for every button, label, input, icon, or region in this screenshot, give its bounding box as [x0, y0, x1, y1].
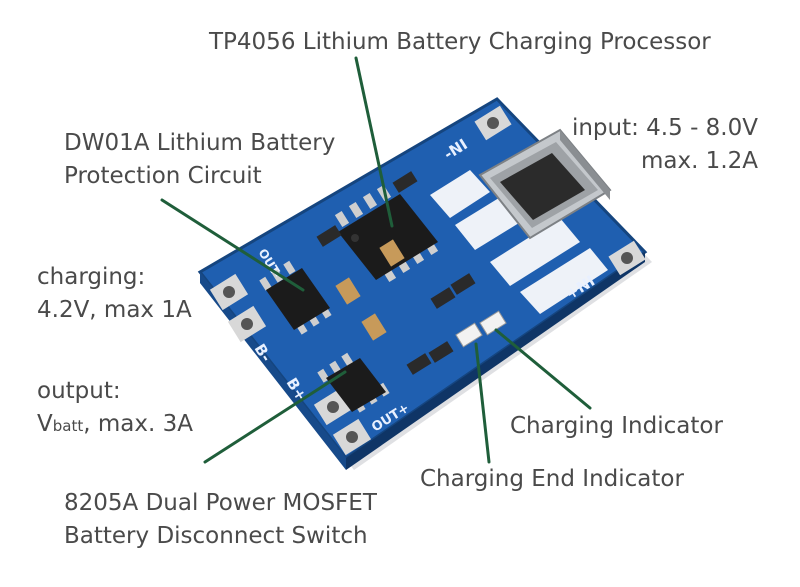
pointer-tp4056: [354, 56, 394, 228]
label-charging-line2: 4.2V, max 1A: [37, 297, 192, 323]
label-charging-indicator: Charging Indicator: [510, 413, 723, 439]
label-mosfet-line2: Battery Disconnect Switch: [64, 523, 368, 549]
smd-components: [316, 171, 476, 375]
copper-areas: [430, 170, 608, 314]
tp4056-chip: [334, 184, 439, 283]
label-output-line2: Vbatt, max. 3A: [37, 408, 193, 443]
label-input-line2: max. 1.2A: [640, 148, 758, 174]
label-charging-line1: charging:: [37, 264, 146, 290]
label-charging: charging: 4.2V, max 1A: [37, 261, 192, 327]
label-dw01a-line2: Protection Circuit: [64, 163, 262, 189]
label-output-line1: output:: [37, 378, 121, 404]
micro-usb-connector: [478, 128, 612, 240]
pointer-charging: [494, 328, 592, 410]
pointer-lines: [160, 56, 592, 464]
label-input: input: 4.5 - 8.0V max. 1.2A: [572, 112, 758, 178]
label-input-line1: input: 4.5 - 8.0V: [571, 115, 758, 141]
pointer-charging-end: [474, 342, 491, 464]
label-mosfet-line1: 8205A Dual Power MOSFET: [64, 490, 377, 516]
label-mosfet: 8205A Dual Power MOSFET Battery Disconne…: [64, 487, 377, 553]
output-v: V: [37, 411, 53, 437]
solder-pads: [209, 105, 646, 456]
charging-end-led: [455, 322, 483, 348]
label-charging-end-indicator: Charging End Indicator: [420, 466, 684, 492]
label-tp4056: TP4056 Lithium Battery Charging Processo…: [209, 29, 711, 55]
pointer-mosfet: [203, 370, 347, 464]
label-dw01a: DW01A Lithium Battery Protection Circuit: [64, 127, 335, 193]
dw01a-chip: [259, 260, 332, 335]
label-output: output: Vbatt, max. 3A: [37, 375, 193, 443]
label-dw01a-line1: DW01A Lithium Battery: [64, 130, 336, 156]
pointer-dw01a: [160, 198, 305, 292]
mosfet-8205a-chip: [317, 352, 390, 413]
output-sub: batt: [52, 417, 84, 435]
output-rest: , max. 3A: [83, 411, 193, 437]
pcb-edge: [346, 252, 645, 470]
